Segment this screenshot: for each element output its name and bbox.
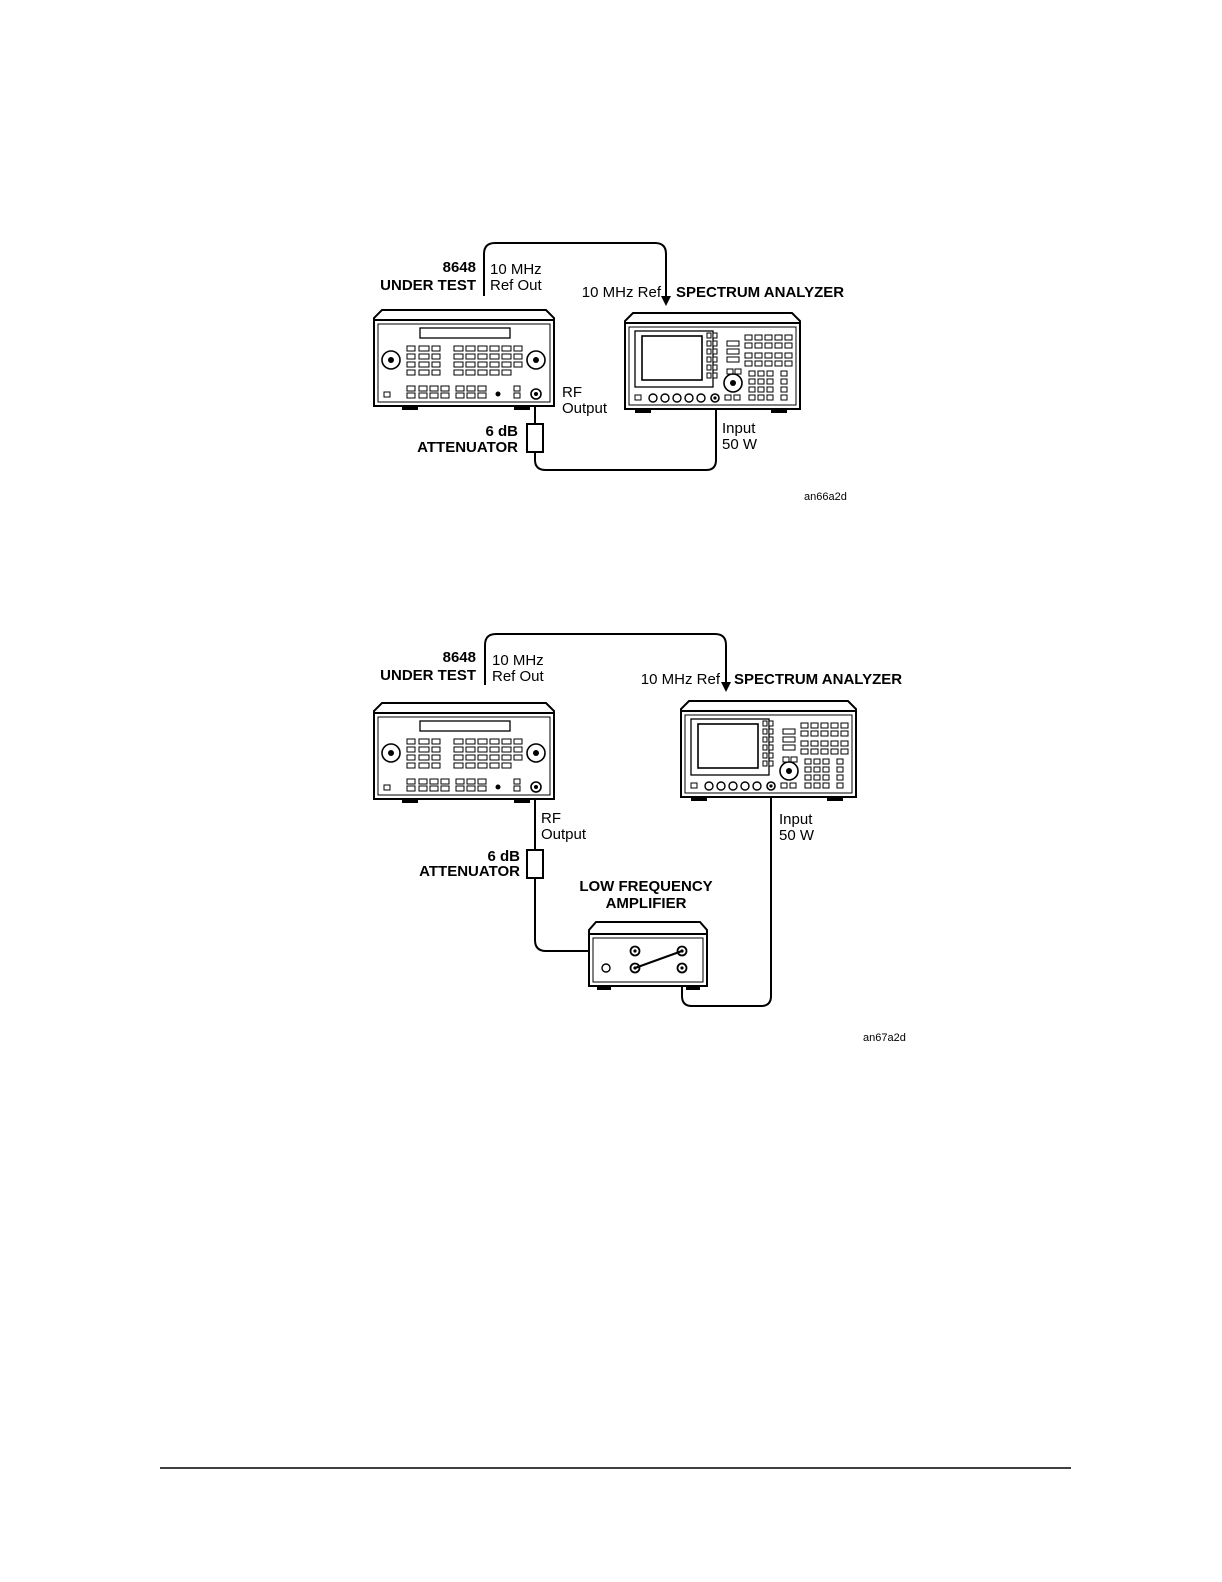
- low-frequency-amplifier: [589, 922, 707, 990]
- attenuator-line2: ATTENUATOR: [417, 439, 518, 456]
- ref-out-line1: 10 MHz: [490, 261, 542, 278]
- amplifier-line2: AMPLIFIER: [606, 895, 687, 912]
- dut-model: 8648: [443, 259, 476, 276]
- spectrum-analyzer: [681, 701, 856, 801]
- ref-out-line2: Ref Out: [490, 277, 543, 294]
- ref-out-line1: 10 MHz: [492, 652, 544, 669]
- figure-id: an66a2d: [804, 491, 847, 503]
- input-line2: 50 W: [779, 827, 815, 844]
- input-line2: 50 W: [722, 436, 758, 453]
- input-line1: Input: [779, 811, 813, 828]
- attenuator-line2: ATTENUATOR: [419, 863, 520, 880]
- signal-generator-8648: [374, 310, 554, 410]
- attenuator-6db: [527, 850, 543, 878]
- ref-arrow-1: [661, 296, 671, 306]
- input-line1: Input: [722, 420, 756, 437]
- ref-in-label: 10 MHz Ref: [641, 671, 721, 688]
- analyzer-label: SPECTRUM ANALYZER: [734, 671, 902, 688]
- dut-label: UNDER TEST: [380, 667, 476, 684]
- rf-output-line2: Output: [562, 400, 608, 417]
- signal-generator-8648: [374, 703, 554, 803]
- figure-id: an67a2d: [863, 1032, 906, 1044]
- analyzer-label: SPECTRUM ANALYZER: [676, 284, 844, 301]
- ref-in-label: 10 MHz Ref: [582, 284, 662, 301]
- dut-label: UNDER TEST: [380, 277, 476, 294]
- ref-arrow-2: [721, 682, 731, 692]
- amplifier-line1: LOW FREQUENCY: [579, 878, 712, 895]
- dut-model: 8648: [443, 649, 476, 666]
- ref-out-line2: Ref Out: [492, 668, 545, 685]
- rf-output-line1: RF: [562, 384, 582, 401]
- rf-output-line1: RF: [541, 810, 561, 827]
- spectrum-analyzer: [625, 313, 800, 413]
- setup-diagram-2: 8648 UNDER TEST 10 MHz Ref Out 10 MHz Re…: [374, 634, 906, 1044]
- rf-output-line2: Output: [541, 826, 587, 843]
- attenuator-6db: [527, 424, 543, 452]
- attenuator-line1: 6 dB: [485, 423, 518, 440]
- setup-diagram-1: 8648 UNDER TEST 10 MHz Ref Out 10 MHz Re…: [374, 243, 847, 503]
